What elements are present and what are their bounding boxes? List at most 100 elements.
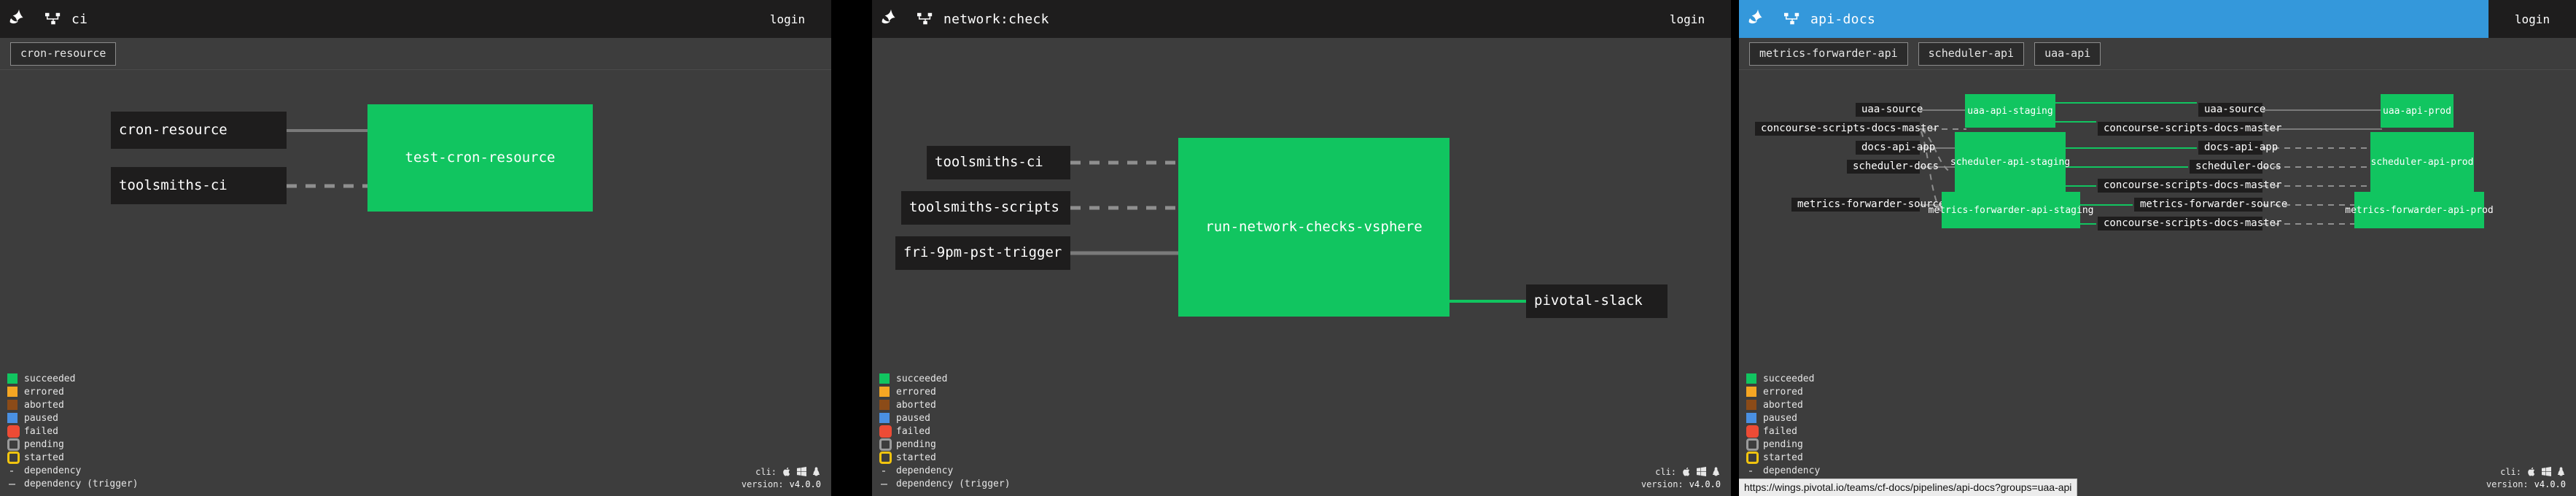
legend-item: failed — [879, 425, 1011, 438]
resource-node[interactable]: toolsmiths-scripts — [901, 191, 1070, 225]
windows-icon[interactable] — [797, 467, 806, 476]
breadcrumb[interactable]: ci — [45, 12, 87, 27]
status-bar-url: https://wings.pivotal.io/teams/cf-docs/p… — [1739, 478, 2078, 496]
legend-item: errored — [1746, 385, 1877, 398]
footer-info: cli: version:v4.0.0 — [2486, 465, 2566, 490]
resource-node[interactable]: metrics-forwarder-source — [2134, 198, 2287, 212]
swatch-succeeded — [7, 373, 17, 384]
legend-label: succeeded — [24, 373, 76, 384]
job-node[interactable]: run-network-checks-vsphere — [1178, 138, 1450, 317]
cli-os-icons[interactable] — [1682, 467, 1721, 476]
group-bar: metrics-forwarder-api scheduler-api uaa-… — [1739, 38, 2576, 70]
login-button[interactable]: login — [2489, 0, 2576, 38]
breadcrumb[interactable]: api-docs — [1784, 12, 1875, 27]
swatch-paused — [7, 413, 17, 423]
legend-item: aborted — [7, 398, 139, 411]
legend-label: paused — [896, 412, 930, 424]
login-button[interactable]: login — [744, 0, 831, 38]
node-label: concourse-scripts-docs-master — [2104, 123, 2282, 134]
cli-os-icons[interactable] — [782, 467, 821, 476]
node-label: concourse-scripts-docs-master — [1761, 123, 1939, 134]
pipeline-canvas[interactable]: toolsmiths-ci toolsmiths-scripts fri-9pm… — [872, 38, 1731, 496]
resource-node[interactable]: toolsmiths-ci — [927, 146, 1070, 179]
group-pill-cron-resource[interactable]: cron-resource — [10, 42, 117, 66]
linux-icon[interactable] — [812, 467, 821, 476]
pipeline-window-ci: ci login cron-resource cron-resource too… — [0, 0, 831, 496]
legend-item: failed — [7, 425, 139, 438]
legend-label: pending — [896, 438, 936, 450]
swatch-started — [7, 451, 20, 464]
resource-node[interactable]: scheduler-docs — [1847, 160, 1939, 174]
resource-node[interactable]: fri-9pm-pst-trigger — [895, 236, 1070, 270]
swatch-pending — [7, 438, 20, 451]
job-node[interactable]: metrics-forwarder-api-staging — [1929, 192, 2094, 228]
resource-node[interactable]: docs-api-app — [2198, 141, 2278, 155]
pipeline-canvas[interactable]: cron-resource toolsmiths-ci test-cron-re… — [0, 70, 831, 496]
pipeline-title: network:check — [943, 11, 1049, 27]
swatch-failed — [1746, 425, 1759, 438]
swatch-pending — [879, 438, 892, 451]
concourse-logo-icon[interactable] — [0, 0, 38, 38]
resource-node[interactable]: concourse-scripts-docs-master — [2098, 179, 2281, 193]
login-button[interactable]: login — [1643, 0, 1731, 38]
resource-node[interactable]: concourse-scripts-docs-master — [2098, 217, 2281, 230]
resource-node[interactable]: uaa-source — [1856, 103, 1923, 117]
resource-node[interactable]: cron-resource — [111, 112, 287, 149]
cli-os-icons[interactable] — [2527, 467, 2566, 476]
resource-node[interactable]: metrics-forwarder-source — [1791, 198, 1945, 212]
version-value: v4.0.0 — [789, 478, 821, 489]
legend-label: dependency (trigger) — [24, 478, 139, 489]
group-pill-uaa-api[interactable]: uaa-api — [2034, 42, 2101, 66]
group-pill-scheduler-api[interactable]: scheduler-api — [1918, 42, 2025, 66]
job-node[interactable]: scheduler-api-prod — [2370, 132, 2474, 192]
concourse-logo-icon[interactable] — [1739, 0, 1777, 38]
version-label: version: — [741, 478, 784, 489]
job-node[interactable]: test-cron-resource — [367, 104, 593, 212]
node-label: scheduler-api-staging — [1950, 156, 2071, 168]
legend-label: paused — [24, 412, 58, 424]
windows-icon[interactable] — [2542, 467, 2551, 476]
swatch-errored — [1746, 387, 1756, 397]
group-pill-metrics-forwarder-api[interactable]: metrics-forwarder-api — [1749, 42, 1908, 66]
apple-icon[interactable] — [2527, 467, 2537, 476]
resource-node[interactable]: scheduler-docs — [2190, 160, 2281, 174]
job-node[interactable]: uaa-api-staging — [1965, 94, 2055, 128]
pipeline-window-api-docs: api-docs login metrics-forwarder-api sch… — [1739, 0, 2576, 496]
swatch-dependency — [7, 465, 17, 476]
top-bar: network:check login — [872, 0, 1731, 38]
legend-item: succeeded — [879, 372, 1011, 385]
swatch-dependency-trigger — [879, 478, 890, 489]
apple-icon[interactable] — [1682, 467, 1692, 476]
group-bar: cron-resource — [0, 38, 831, 70]
resource-node[interactable]: docs-api-app — [1856, 141, 1935, 155]
pipeline-canvas[interactable]: uaa-source concourse-scripts-docs-master… — [1739, 70, 2576, 496]
concourse-logo-icon[interactable] — [872, 0, 910, 38]
legend: succeeded errored aborted paused failed … — [7, 372, 139, 490]
legend-item: aborted — [879, 398, 1011, 411]
resource-node[interactable]: uaa-source — [2198, 103, 2265, 117]
job-node[interactable]: uaa-api-prod — [2381, 94, 2454, 128]
breadcrumb[interactable]: network:check — [917, 12, 1049, 27]
legend-item: dependency — [879, 464, 1011, 477]
job-node[interactable]: metrics-forwarder-api-prod — [2345, 192, 2494, 228]
windows-icon[interactable] — [1697, 467, 1706, 476]
resource-node[interactable]: toolsmiths-ci — [111, 167, 287, 204]
legend-item: dependency (trigger) — [879, 477, 1011, 490]
legend-label: aborted — [24, 399, 64, 411]
job-node[interactable]: scheduler-api-staging — [1950, 132, 2070, 192]
top-bar: ci login — [0, 0, 831, 38]
resource-node[interactable]: concourse-scripts-docs-master — [2098, 122, 2281, 136]
swatch-errored — [7, 387, 17, 397]
pipeline-title: ci — [71, 11, 88, 27]
version-label: version: — [2486, 478, 2529, 489]
linux-icon[interactable] — [1711, 467, 1721, 476]
resource-node[interactable]: concourse-scripts-docs-master — [1755, 122, 1939, 136]
legend-item: started — [879, 451, 1011, 464]
apple-icon[interactable] — [782, 467, 792, 476]
swatch-pending — [1746, 438, 1759, 451]
legend-label: dependency — [24, 465, 82, 476]
linux-icon[interactable] — [2556, 467, 2566, 476]
legend-label: succeeded — [896, 373, 948, 384]
resource-node[interactable]: pivotal-slack — [1526, 284, 1668, 318]
legend-label: paused — [1763, 412, 1797, 424]
